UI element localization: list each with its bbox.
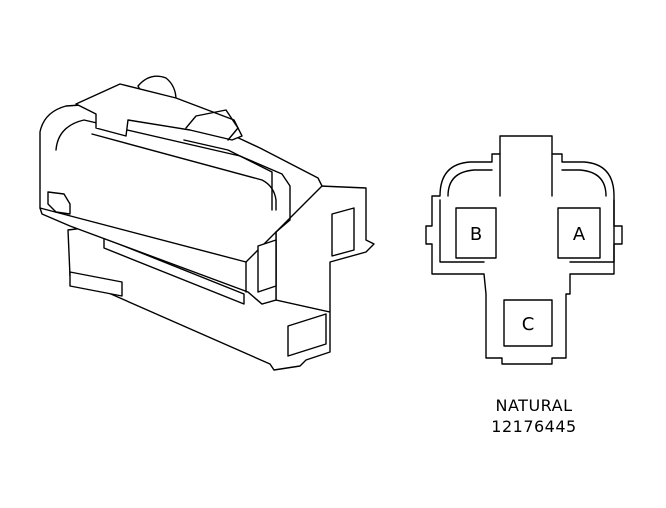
lower-slot [69, 271, 123, 297]
front-view-shoulder [439, 199, 615, 263]
latch-detail [183, 139, 273, 211]
front-view-lock-tab [499, 153, 553, 197]
connector-part-number: 12176445 [491, 417, 576, 436]
end-window-lower [287, 313, 327, 357]
connector-isometric-view [39, 75, 375, 371]
cavity-a-label: A [573, 224, 586, 245]
cavity-b-label: B [470, 224, 482, 245]
front-view-outline [425, 135, 623, 365]
connector-front-view: B A C [425, 135, 623, 365]
cavity-c-label: C [522, 314, 535, 335]
cavity-a [557, 207, 601, 259]
latch-ramp [185, 109, 239, 141]
cavity-c [503, 299, 553, 347]
side-rail [103, 237, 245, 305]
housing-side-window [257, 239, 277, 293]
front-view-inner-arc [447, 169, 607, 197]
polarization-key [47, 191, 71, 215]
end-window-upper [331, 207, 355, 257]
connector-color-name: NATURAL [496, 396, 573, 415]
latch-arm [75, 83, 243, 141]
cavity-b [455, 207, 497, 259]
housing-inner-ridge [55, 119, 291, 233]
